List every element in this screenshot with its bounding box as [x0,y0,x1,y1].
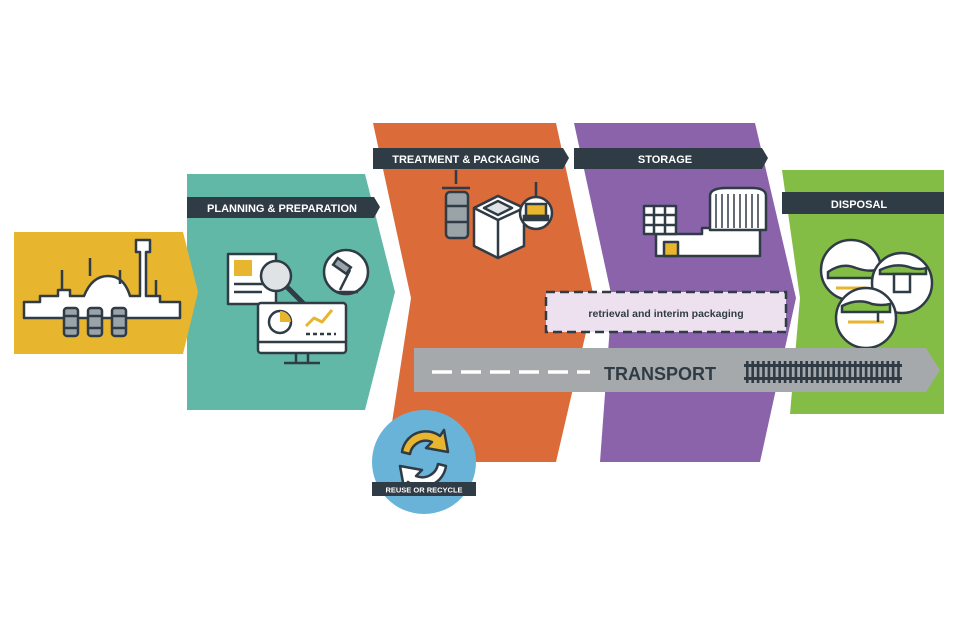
disposal-label: DISPOSAL [831,199,888,211]
railway-tie [805,361,808,383]
railway-tie [789,361,792,383]
transport-band [414,348,940,392]
railway-tie [783,361,787,383]
railway-tie [832,361,835,383]
railway-tie [891,361,895,383]
railway-tie [843,361,846,383]
transport-label: TRANSPORT [604,364,716,384]
nuclear-plant-icon [22,238,182,338]
packaging-container-icon [472,194,526,260]
storage-facility-icon [642,186,768,258]
disposal-sites-icon [819,238,934,350]
crane-grab-icon [518,182,554,231]
microscope-icon [322,248,370,296]
railway-tie [827,361,830,383]
railway-tie [854,361,857,383]
railway-tie [821,361,825,383]
railway-tie [778,361,781,383]
railway-tie [756,361,760,383]
railway-tie [870,361,873,383]
computer-chart-icon [256,301,348,365]
railway-tie [837,361,841,383]
railway-tie [859,361,862,383]
railway-tie [800,361,803,383]
reuse-circle [372,410,476,514]
railway-tie [875,361,879,383]
treatment-label: TREATMENT & PACKAGING [392,154,539,166]
railway-tie [794,361,798,383]
waste-drum-crane-icon [442,170,470,240]
disposal-label-bar: DISPOSAL [782,192,944,214]
storage-label: STORAGE [638,154,692,166]
railway-tie [816,361,819,383]
storage-label-bar: STORAGE [574,148,768,169]
railway-tie [746,361,749,383]
railway-tie [767,361,771,383]
railway-tie [881,361,884,383]
railway-tie [762,361,765,383]
railway-tie [886,361,889,383]
reuse-label: REUSE OR RECYCLE [385,486,462,495]
planning-label-bar: PLANNING & PREPARATION [187,197,380,218]
planning-label: PLANNING & PREPARATION [207,203,357,215]
railway-tie [897,361,900,383]
railway-tie [751,361,754,383]
document-magnifier-icon [226,252,306,306]
treatment-label-bar: TREATMENT & PACKAGING [373,148,569,169]
railway-tie [810,361,814,383]
railway-track-icon [744,361,902,383]
retrieval-packaging-box [544,290,788,334]
railway-tie [773,361,776,383]
railway-tie [848,361,852,383]
reuse-label-bar: REUSE OR RECYCLE [372,482,476,496]
retrieval-label: retrieval and interim packaging [588,308,743,320]
railway-tie [864,361,868,383]
